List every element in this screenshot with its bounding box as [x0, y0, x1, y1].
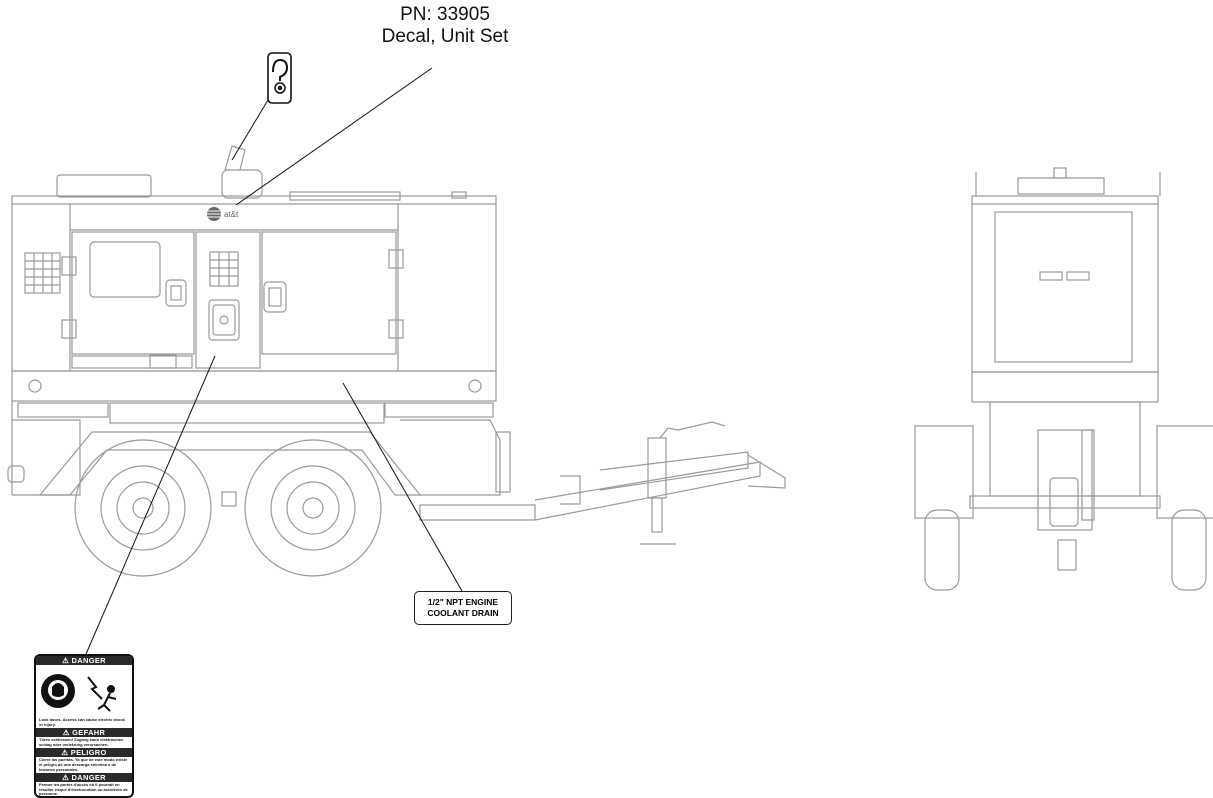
leader-danger-decal [85, 355, 216, 655]
decal-header-de: ⚠ GEFAHR [36, 728, 132, 738]
att-logo-text: at&t [224, 210, 239, 219]
danger-decal: ⚠ DANGER Lock doors. Access can cause el… [34, 654, 134, 798]
part-number-callout: PN: 33905 Decal, Unit Set [360, 4, 530, 48]
hearing-protection-icon [41, 674, 75, 708]
att-logo-badge: at&t [207, 207, 239, 221]
side-view-generator [7, 145, 786, 577]
decal-danger-en: DANGER [71, 656, 106, 665]
question-mark-hook-icon [267, 52, 292, 104]
decal-header-fr: ⚠ DANGER [36, 773, 132, 783]
decal-danger-fr: DANGER [71, 773, 106, 783]
leader-decal-unit-set [235, 67, 433, 206]
decal-danger-es: PELIGRO [70, 748, 107, 758]
part-name-text: Decal, Unit Set [381, 26, 509, 47]
part-number-text: PN: 33905 [400, 4, 490, 25]
decal-text-fr: Fermer les portes d'accès où il pourrait… [39, 782, 128, 797]
decal-icons [36, 665, 132, 717]
leader-help-icon [231, 99, 269, 161]
leader-coolant-drain [342, 382, 463, 592]
coolant-drain-callout: 1/2" NPT ENGINE COOLANT DRAIN [414, 591, 512, 625]
electric-shock-icon [87, 676, 117, 712]
coolant-drain-line1: 1/2" NPT ENGINE [427, 597, 499, 607]
decal-danger-de: GEFAHR [72, 728, 106, 738]
side-vent-left [24, 252, 61, 294]
decal-header-es: ⚠ PELIGRO [36, 748, 132, 758]
coolant-drain-line2: COOLANT DRAIN [427, 608, 499, 618]
side-wheel-rear [74, 439, 212, 577]
side-wheel-front [244, 439, 382, 577]
decal-header-en: ⚠ DANGER [36, 656, 132, 665]
side-vent-center [209, 251, 239, 287]
decal-text-en: Lock doors. Access can cause electric sh… [39, 717, 125, 727]
front-view-generator [914, 167, 1213, 591]
decal-text-de: Türen schliessen! Zugang kann elektrisch… [39, 737, 124, 747]
decal-text-es: Cierre las puertas. Ya que de este modo … [39, 757, 128, 772]
